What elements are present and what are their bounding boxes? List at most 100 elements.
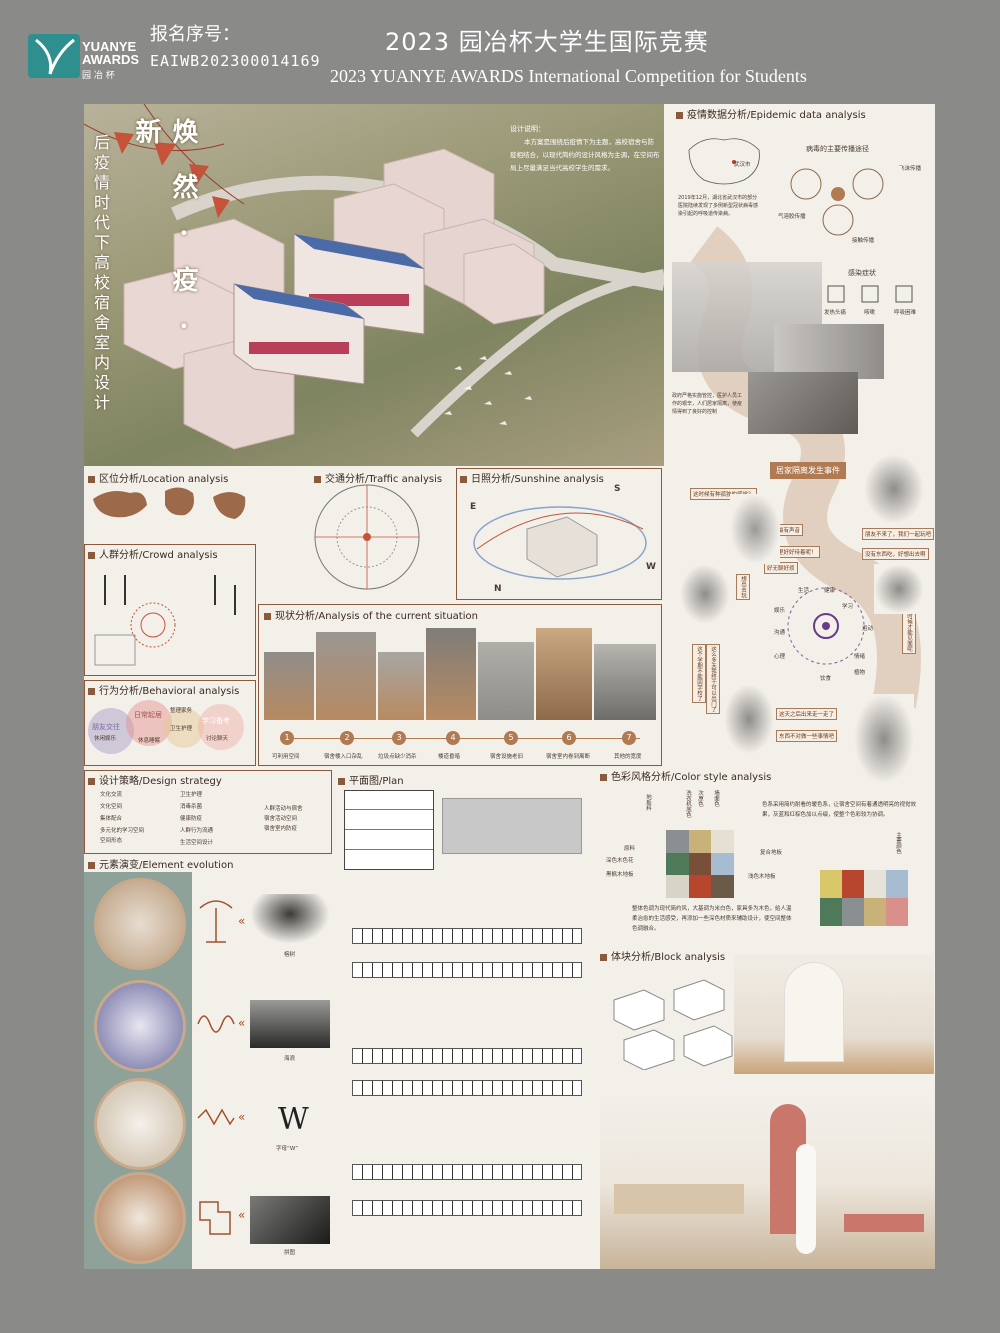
quote-9: 这个学期不能回学校了 — [692, 644, 706, 703]
interior-desk — [614, 1184, 744, 1214]
swatch-3 — [711, 830, 734, 853]
spread-item-2: 气溶胶传播 — [778, 214, 806, 220]
block-diagram-illustration — [613, 979, 733, 1070]
strategy-right-2: 宿舍活动空间 — [264, 816, 298, 822]
symptom-title: 感染症状 — [848, 269, 876, 277]
current-num-5: 5 — [504, 731, 518, 745]
current-photo-1 — [264, 652, 314, 720]
design-desc-text: 本方案是围绕后疫情下为主题，高校宿舍与防疫相结合，以现代简约的设计风格为主调，在… — [510, 138, 660, 172]
swatch-6 — [711, 852, 734, 876]
quote-4: 好无聊好烦 — [764, 562, 798, 574]
current-photo-5 — [478, 642, 534, 720]
current-item-2: 宿舍楼入口杂乱 — [324, 754, 363, 760]
puzzle-photo — [250, 1196, 330, 1244]
interior-render-2 — [600, 1080, 935, 1269]
spread-item-3: 接触传播 — [852, 238, 875, 244]
current-timeline-line — [280, 738, 640, 739]
ring-2: 娱乐 — [774, 608, 786, 614]
strategy-mid-4: 人群行为流通 — [180, 828, 214, 834]
strategy-mid-1: 卫生护理 — [180, 792, 203, 798]
color-label-1: 地板料 — [645, 794, 651, 811]
plan-row-1 — [352, 928, 582, 944]
spread-item-1: 飞沫传播 — [899, 166, 922, 172]
quote-10: 这么多天我终于可以出门了 — [706, 644, 720, 714]
color-label-4: 墙面色 — [713, 790, 719, 807]
dir-e: E — [470, 502, 477, 512]
current-photo-2 — [316, 632, 376, 720]
sunshine-box — [456, 468, 662, 600]
current-num-2: 2 — [340, 731, 354, 745]
swatch-9 — [711, 875, 734, 898]
current-item-4: 楼道昏暗 — [438, 754, 461, 760]
current-photo-4 — [426, 628, 476, 720]
competition-title-en: 2023 YUANYE AWARDS International Competi… — [330, 66, 807, 86]
swatch-b6 — [842, 898, 864, 926]
strategy-left-3: 集体配合 — [100, 816, 123, 822]
current-item-6: 宿舍室内卷到离断 — [546, 754, 591, 760]
quote-7: 想出去玩 — [736, 574, 750, 600]
current-item-7: 其他的宽度 — [614, 754, 642, 760]
behavior-bubble-3 — [164, 708, 204, 748]
strategy-mid-2: 消毒杀菌 — [180, 804, 203, 810]
swatch-b2 — [842, 870, 864, 898]
swatch-b5 — [820, 898, 842, 926]
behavior-title: 行为分析/Behavioral analysis — [88, 682, 239, 697]
design-desc-label: 设计说明： — [510, 125, 545, 133]
swatch-b1 — [820, 870, 842, 898]
color-title: 色彩风格分析/Color style analysis — [600, 768, 771, 783]
element-render-puzzle — [94, 1172, 186, 1264]
color-label-9: 浅色木地板 — [748, 874, 776, 880]
current-situation-box — [258, 604, 662, 766]
behavior-item-8: 整理家务 — [170, 708, 193, 714]
color-label-10: 主要颜色 — [895, 832, 901, 854]
epidemic-note-1: 2019年12月，湖北省武汉市的部分医院陆续发现了多例新型冠状病毒感染引起的呼吸… — [678, 195, 759, 217]
color-desc-1: 色系采用简约耐看的暖色系，让宿舍空间有着通透明亮的视觉效果，灰蓝和红棕色加以点缀… — [762, 802, 917, 818]
swatch-5 — [688, 852, 712, 876]
dir-s: S — [614, 484, 621, 494]
chevrons-2: « — [238, 1016, 246, 1030]
quote-5: 朋友不来了，我们一起玩吧 — [862, 528, 935, 540]
banyan-photo — [250, 894, 330, 944]
behavior-box — [84, 680, 256, 766]
window-virus-photo — [748, 372, 858, 434]
symptom-3: 呼吸困难 — [894, 310, 917, 316]
people-collage-4 — [874, 564, 924, 614]
plan-row-3 — [352, 1048, 582, 1064]
crowd-box — [84, 544, 256, 676]
strategy-left-4: 多元化的学习空间 — [100, 828, 145, 834]
registration-number: EAIWB202300014169 — [150, 52, 321, 70]
registration-label: 报名序号： — [150, 24, 240, 45]
ring-1: 生活 — [798, 588, 810, 594]
chevrons-3: « — [238, 1110, 246, 1124]
strategy-right-1: 人群活动与宿舍 — [264, 806, 303, 812]
swatch-4 — [666, 852, 689, 876]
plan-room-drawing — [344, 790, 434, 870]
chevrons-4: « — [238, 1208, 246, 1222]
epidemic-title: 疫情数据分析/Epidemic data analysis — [676, 106, 866, 121]
china-map-icon — [688, 138, 760, 185]
behavior-item-2: 日常起居 — [134, 711, 162, 719]
behavior-item-3: 休闲娱乐 — [94, 736, 117, 742]
color-label-5: 原料 — [624, 846, 636, 852]
element-label-1: 榕树 — [284, 952, 296, 958]
element-label-2: 海浪 — [284, 1056, 296, 1062]
wave-line-icon — [197, 1015, 235, 1033]
behavior-item-5: 休息睡眠 — [138, 738, 161, 744]
color-palette-cube-2 — [820, 870, 908, 926]
color-label-6: 深色木色花 — [606, 858, 634, 864]
logo-text: YUANYE AWARDS — [82, 39, 140, 67]
symptom-1: 发热头痛 — [824, 310, 847, 316]
yuanye-logo: YUANYE AWARDS 园 冶 杯 — [28, 32, 148, 82]
current-photo-6 — [536, 628, 592, 720]
people-collage-1 — [730, 494, 780, 564]
color-label-7: 黑枫木地板 — [606, 872, 634, 878]
current-num-7: 7 — [622, 731, 636, 745]
current-situation-title: 现状分析/Analysis of the current situation — [264, 607, 478, 622]
swatch-8 — [688, 875, 712, 898]
current-num-3: 3 — [392, 731, 406, 745]
ring-9: 沟通 — [774, 630, 786, 636]
ring-8: 植物 — [854, 670, 866, 676]
ring-7: 心理 — [774, 654, 786, 660]
strategy-box — [84, 770, 332, 854]
interior-render-arch — [784, 962, 844, 1062]
